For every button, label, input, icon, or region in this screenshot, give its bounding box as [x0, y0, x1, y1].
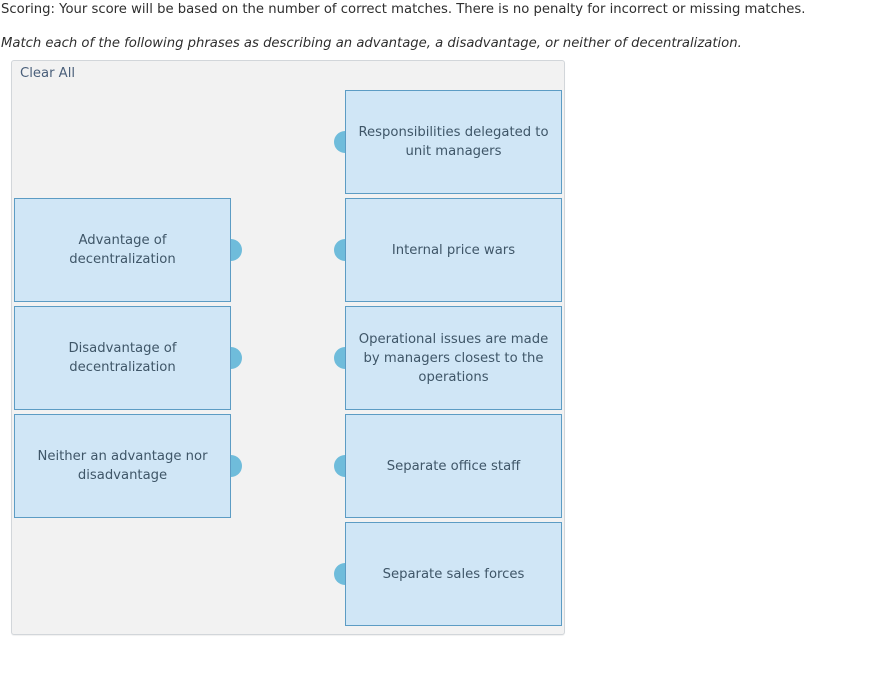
- phrase-card[interactable]: Separate office staff: [334, 414, 562, 518]
- connector-nub-icon[interactable]: [334, 455, 345, 477]
- phrase-card-label: Responsibilities delegated to unit manag…: [358, 125, 549, 159]
- connector-nub-icon[interactable]: [231, 239, 242, 261]
- phrase-card[interactable]: Responsibilities delegated to unit manag…: [334, 90, 562, 194]
- phrase-card[interactable]: Operational issues are made by managers …: [334, 306, 562, 410]
- category-card-label: Neither an advantage nor disadvantage: [37, 449, 208, 483]
- connector-nub-icon[interactable]: [231, 347, 242, 369]
- category-card[interactable]: Disadvantage of decentralization: [14, 306, 242, 410]
- connector-nub-icon[interactable]: [231, 455, 242, 477]
- connector-nub-icon[interactable]: [334, 347, 345, 369]
- clear-all-button[interactable]: Clear All: [20, 66, 76, 81]
- connector-nub-icon[interactable]: [334, 131, 345, 153]
- match-prompt-text: Match each of the following phrases as d…: [1, 36, 742, 51]
- connector-nub-icon[interactable]: [334, 239, 345, 261]
- scoring-text: Scoring: Your score will be based on the…: [1, 2, 806, 17]
- connector-nub-icon[interactable]: [334, 563, 345, 585]
- phrase-card-label: Operational issues are made by managers …: [358, 331, 549, 385]
- instructions-block: Scoring: Your score will be based on the…: [0, 0, 883, 52]
- category-card[interactable]: Neither an advantage nor disadvantage: [14, 414, 242, 518]
- category-card[interactable]: Advantage of decentralization: [14, 198, 242, 302]
- category-card-label: Advantage of decentralization: [69, 233, 176, 267]
- phrase-card-label: Internal price wars: [391, 242, 516, 258]
- phrase-card[interactable]: Separate sales forces: [334, 522, 562, 626]
- category-card-label: Disadvantage of decentralization: [68, 341, 177, 375]
- phrase-card[interactable]: Internal price wars: [334, 198, 562, 302]
- phrase-card-label: Separate sales forces: [382, 566, 525, 582]
- phrase-card-label: Separate office staff: [386, 458, 521, 474]
